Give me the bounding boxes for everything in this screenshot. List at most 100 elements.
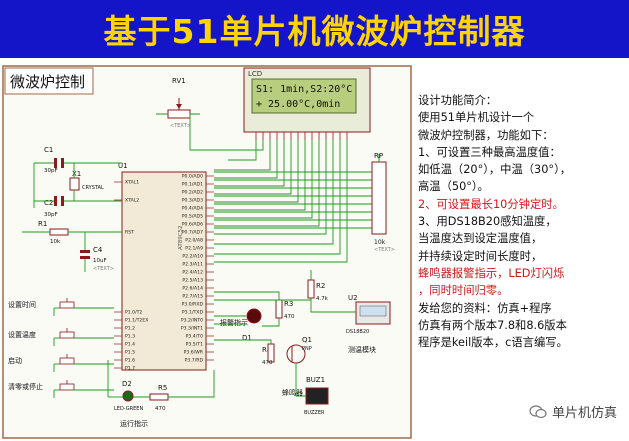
svg-text:R4: R4 xyxy=(262,346,272,354)
description-line: 并持续设定时间长度时， xyxy=(418,249,543,263)
description-line: 3、用DS18B20感知温度， xyxy=(418,215,557,229)
svg-text:BUZ1: BUZ1 xyxy=(306,376,325,384)
svg-text:PNP: PNP xyxy=(302,346,312,352)
potentiometer-rv1: RV1 <TEXT> xyxy=(156,77,200,129)
svg-text:测温模块: 测温模块 xyxy=(348,345,376,354)
mcu-pin-label: P2.3/A11 xyxy=(182,262,203,268)
frame-title: 微波炉控制 xyxy=(10,73,85,91)
mcu-pin-label: P1.7 xyxy=(125,366,135,372)
mcu-pin-label: P0.1/AD1 xyxy=(182,182,203,188)
mcu-pin-label: P1.1/T2EX xyxy=(125,318,148,324)
svg-text:报警指示: 报警指示 xyxy=(220,318,248,327)
page-title: 基于51单片机微波炉控制器 xyxy=(103,12,526,51)
mcu-pin-label: P0.7/AD7 xyxy=(182,230,203,236)
svg-text:蜂鸣器: 蜂鸣器 xyxy=(282,388,303,397)
push-button[interactable] xyxy=(53,328,114,346)
svg-text:R2: R2 xyxy=(316,282,325,290)
svg-text:C1: C1 xyxy=(44,146,53,154)
mcu-pin-label: P2.6/A14 xyxy=(182,286,203,292)
description-line: 如低温（20°），中温（30°）， xyxy=(418,163,572,177)
schematic-diagram: 微波炉控制 S1: 1min,S2:20°C + 25.00°C,0min LC… xyxy=(2,65,412,439)
mcu-pin-label: P3.4/T0 xyxy=(186,334,203,340)
svg-text:运行指示: 运行指示 xyxy=(120,419,148,428)
svg-text:R5: R5 xyxy=(158,384,167,392)
lcd-bus-wires xyxy=(189,114,348,263)
svg-text:30pF: 30pF xyxy=(44,212,58,218)
resistors-right: R3 470 R2 4.7k R4 470 xyxy=(214,270,329,366)
mcu-pin-label: P2.7/A15 xyxy=(182,294,203,300)
mcu-pin-label: P0.6/AD6 xyxy=(182,222,203,228)
description-line: ，同时时间归零。 xyxy=(418,284,509,298)
mcu-pin-label: P3.2/INT0 xyxy=(181,318,203,324)
svg-text:470: 470 xyxy=(155,406,166,412)
alarm-led-d1: 报警指示 D1 xyxy=(220,308,262,342)
mcu-pin-label: P2.1/A9 xyxy=(185,246,203,252)
svg-text:DS18B20: DS18B20 xyxy=(346,329,369,335)
svg-text:R1: R1 xyxy=(38,220,47,228)
mcu-pin-label: P2.4/A12 xyxy=(182,270,203,276)
description-line: 仿真有两个版本7.8和8.6版本 xyxy=(418,318,567,332)
mcu-pin-label: XTAL1 xyxy=(125,180,139,186)
description-line: 发给您的资料：仿真+程序 xyxy=(418,301,552,315)
push-button[interactable] xyxy=(53,354,114,372)
button-label: 设置温度 xyxy=(8,330,36,339)
svg-text:<TEXT>: <TEXT> xyxy=(374,247,395,253)
lcd-line-2: + 25.00°C,0min xyxy=(256,99,340,110)
svg-text:LED-GREEN: LED-GREEN xyxy=(114,406,143,412)
svg-text:30pF: 30pF xyxy=(44,168,58,174)
mcu-u1: U1 AT89C52 XTAL1XTAL2RSTP1.0/T2P1.1/T2EX… xyxy=(114,162,214,372)
run-led-d2: D2 LED-GREEN 运行指示 R5 470 xyxy=(107,360,215,428)
mcu-pin-label: P1.6 xyxy=(125,358,135,364)
lcd-module: S1: 1min,S2:20°C + 25.00°C,0min LCD xyxy=(243,67,371,140)
mcu-pin-label: P2.2/A10 xyxy=(182,254,203,260)
watermark: 单片机仿真 xyxy=(529,402,617,421)
mcu-pin-label: P1.4 xyxy=(125,342,135,348)
resistor-pack-rp: RP 10k <TEXT> xyxy=(371,152,395,253)
crystal-section: C1 30pF C2 30pF X1 CRYSTAL xyxy=(33,146,122,218)
rp-wires xyxy=(214,171,372,229)
push-button[interactable] xyxy=(53,298,114,316)
mcu-pin-label: P0.5/AD5 xyxy=(182,214,203,220)
svg-text:U2: U2 xyxy=(348,294,358,302)
svg-text:10k: 10k xyxy=(374,239,386,246)
watermark-text: 单片机仿真 xyxy=(551,406,617,421)
mcu-pin-label: XTAL2 xyxy=(125,198,139,204)
svg-text:10uF: 10uF xyxy=(93,258,107,264)
svg-text:U1: U1 xyxy=(118,162,128,170)
description-line: 高温（50°）。 xyxy=(418,180,489,194)
svg-text:R3: R3 xyxy=(284,300,293,308)
mcu-pin-label: P1.2 xyxy=(125,326,135,332)
svg-text:X1: X1 xyxy=(72,170,81,178)
button-label: 启动 xyxy=(8,356,22,365)
mcu-pin-label: RST xyxy=(125,230,134,236)
mcu-pin-label: P1.5 xyxy=(125,350,135,356)
svg-text:<TEXT>: <TEXT> xyxy=(93,266,114,272)
svg-text:AT89C52: AT89C52 xyxy=(178,225,184,250)
button-label: 清零或停止 xyxy=(8,382,43,391)
temp-sensor-u2: U2 DS18B20 测温模块 xyxy=(310,294,391,354)
description-line: 蜂鸣器报警指示，LED灯闪烁 xyxy=(418,266,565,280)
svg-text:D1: D1 xyxy=(242,334,252,342)
push-button[interactable] xyxy=(53,380,114,398)
mcu-pin-label: P0.2/AD2 xyxy=(182,190,203,196)
svg-text:CRYSTAL: CRYSTAL xyxy=(82,185,104,191)
description-line: 程序是keil版本，c语言编写。 xyxy=(418,336,568,350)
mcu-pin-label: P3.0/RXD xyxy=(182,302,204,308)
description-line: 设计功能简介： xyxy=(418,94,498,107)
mcu-pin-label: P0.4/AD4 xyxy=(182,206,203,212)
mcu-pin-label: P3.5/T1 xyxy=(186,342,203,348)
frame-title-box xyxy=(4,67,94,95)
lcd-screen xyxy=(251,78,357,114)
reset-section: R1 10k C4 10uF <TEXT> xyxy=(22,220,122,272)
mcu-pin-label: P2.5/A13 xyxy=(182,278,203,284)
mcu-pin-label: P0.3/AD3 xyxy=(182,198,203,204)
mcu-pin-label: P3.7/RD xyxy=(185,358,204,364)
title-banner: 基于51单片机微波炉控制器 xyxy=(0,0,629,58)
mcu-pin-label: P1.3 xyxy=(125,334,135,340)
svg-text:470: 470 xyxy=(284,314,295,320)
mcu-pin-label: P0.0/AD0 xyxy=(182,174,203,180)
lcd-ref: LCD xyxy=(248,70,262,78)
description-line: 2、可设置最长10分钟定时。 xyxy=(418,197,564,211)
description-line: 1、可设置三种最高温度值： xyxy=(418,145,561,159)
